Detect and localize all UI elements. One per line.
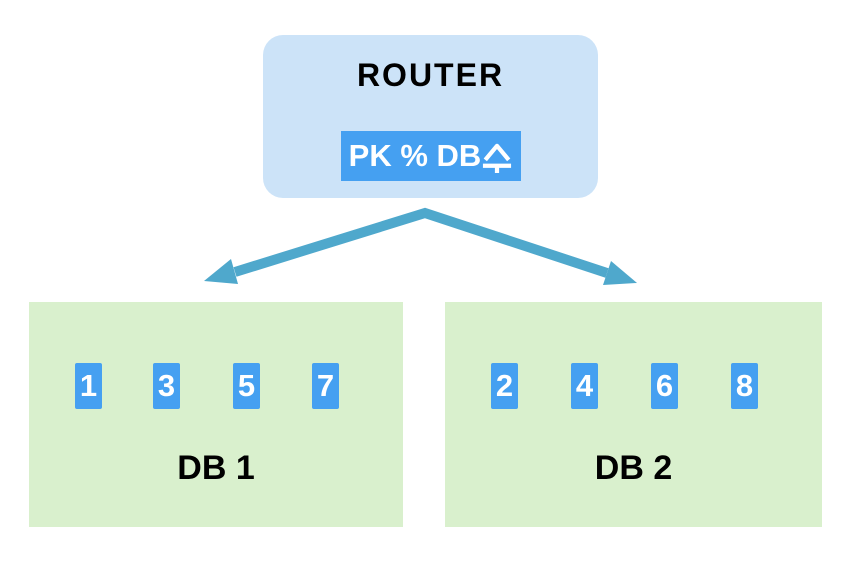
key-badge-7: 7 xyxy=(312,363,339,409)
router-title: ROUTER xyxy=(356,57,505,93)
key-badge-3: 3 xyxy=(153,363,180,409)
shard-rule-badge: PK % DB xyxy=(340,131,521,181)
db2-label: DB 2 xyxy=(594,449,673,487)
key-badge-1: 1 xyxy=(75,363,102,409)
db2-node: 2 4 6 8 DB 2 xyxy=(445,302,822,527)
key-badge-6: 6 xyxy=(651,363,678,409)
arrow-shaft xyxy=(233,207,609,278)
key-badge-5: 5 xyxy=(233,363,260,409)
arrowhead-left-icon xyxy=(204,259,238,284)
router-node: ROUTER PK % DB xyxy=(263,35,598,198)
router-fanout-arrows xyxy=(204,207,637,285)
key-badge-2: 2 xyxy=(491,363,518,409)
db1-label: DB 1 xyxy=(177,449,255,487)
arrowhead-right-icon xyxy=(603,261,637,285)
shard-rule-text: PK % DB xyxy=(348,138,482,173)
db1-node: 1 3 5 7 DB 1 xyxy=(29,302,403,527)
hangul-su-glyph xyxy=(483,143,512,173)
key-badge-8: 8 xyxy=(731,363,758,409)
key-badge-4: 4 xyxy=(571,363,598,409)
